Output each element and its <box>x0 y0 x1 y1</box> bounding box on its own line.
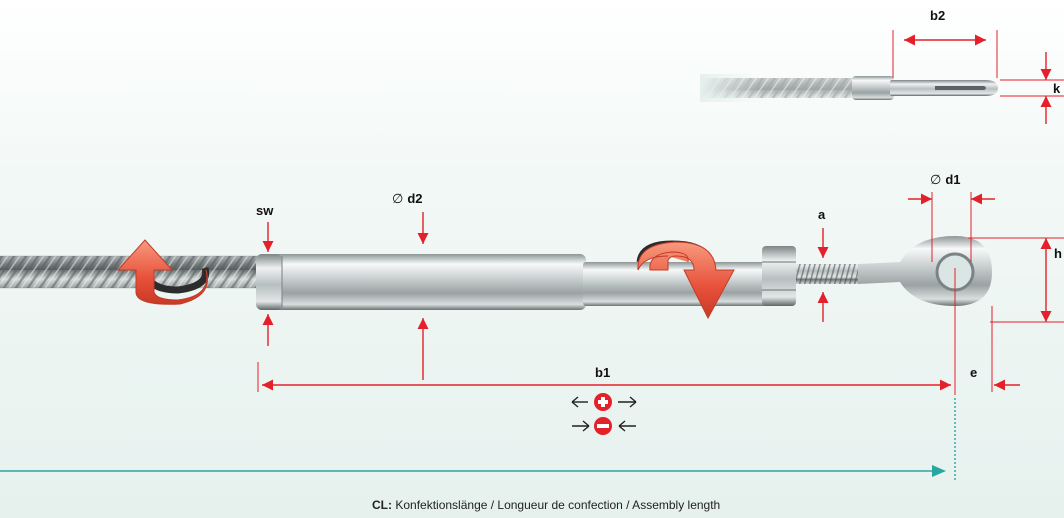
diameter-symbol-d1: ∅ <box>930 172 941 187</box>
small-fitting-view <box>700 74 998 102</box>
label-k: k <box>1053 81 1061 96</box>
dim-b1 <box>257 362 951 392</box>
label-sw: sw <box>256 203 274 218</box>
caption-text: Konfektionslänge / Longueur de confectio… <box>395 498 721 512</box>
label-a: a <box>818 207 826 222</box>
threaded-rod <box>796 264 860 284</box>
label-d2: ∅ d2 <box>392 191 423 206</box>
label-d2-text: d2 <box>407 191 422 206</box>
eye-end <box>858 236 992 306</box>
label-d1: ∅ d1 <box>930 172 961 187</box>
inner-tube <box>583 262 767 306</box>
plus-circle-outward-arrows-icon <box>571 393 637 411</box>
assembly-length-line <box>0 398 956 482</box>
rotate-arrow-left-icon <box>116 239 210 305</box>
dim-e <box>991 306 1020 392</box>
label-h: h <box>1054 246 1062 261</box>
dim-k <box>1000 52 1064 124</box>
label-b1: b1 <box>595 365 610 380</box>
label-e: e <box>970 365 977 380</box>
caption-term: CL: <box>372 498 392 512</box>
dim-h <box>968 237 1064 323</box>
minus-circle-inward-arrows-icon <box>572 417 636 435</box>
diameter-symbol-d2: ∅ <box>392 191 403 206</box>
label-b2: b2 <box>930 8 945 23</box>
label-d1-text: d1 <box>945 172 960 187</box>
lock-nut <box>762 246 796 306</box>
turnbuckle-body <box>256 254 586 310</box>
rotate-arrow-right-icon <box>636 240 735 320</box>
dim-d1 <box>908 192 995 262</box>
dim-b2 <box>892 30 998 78</box>
